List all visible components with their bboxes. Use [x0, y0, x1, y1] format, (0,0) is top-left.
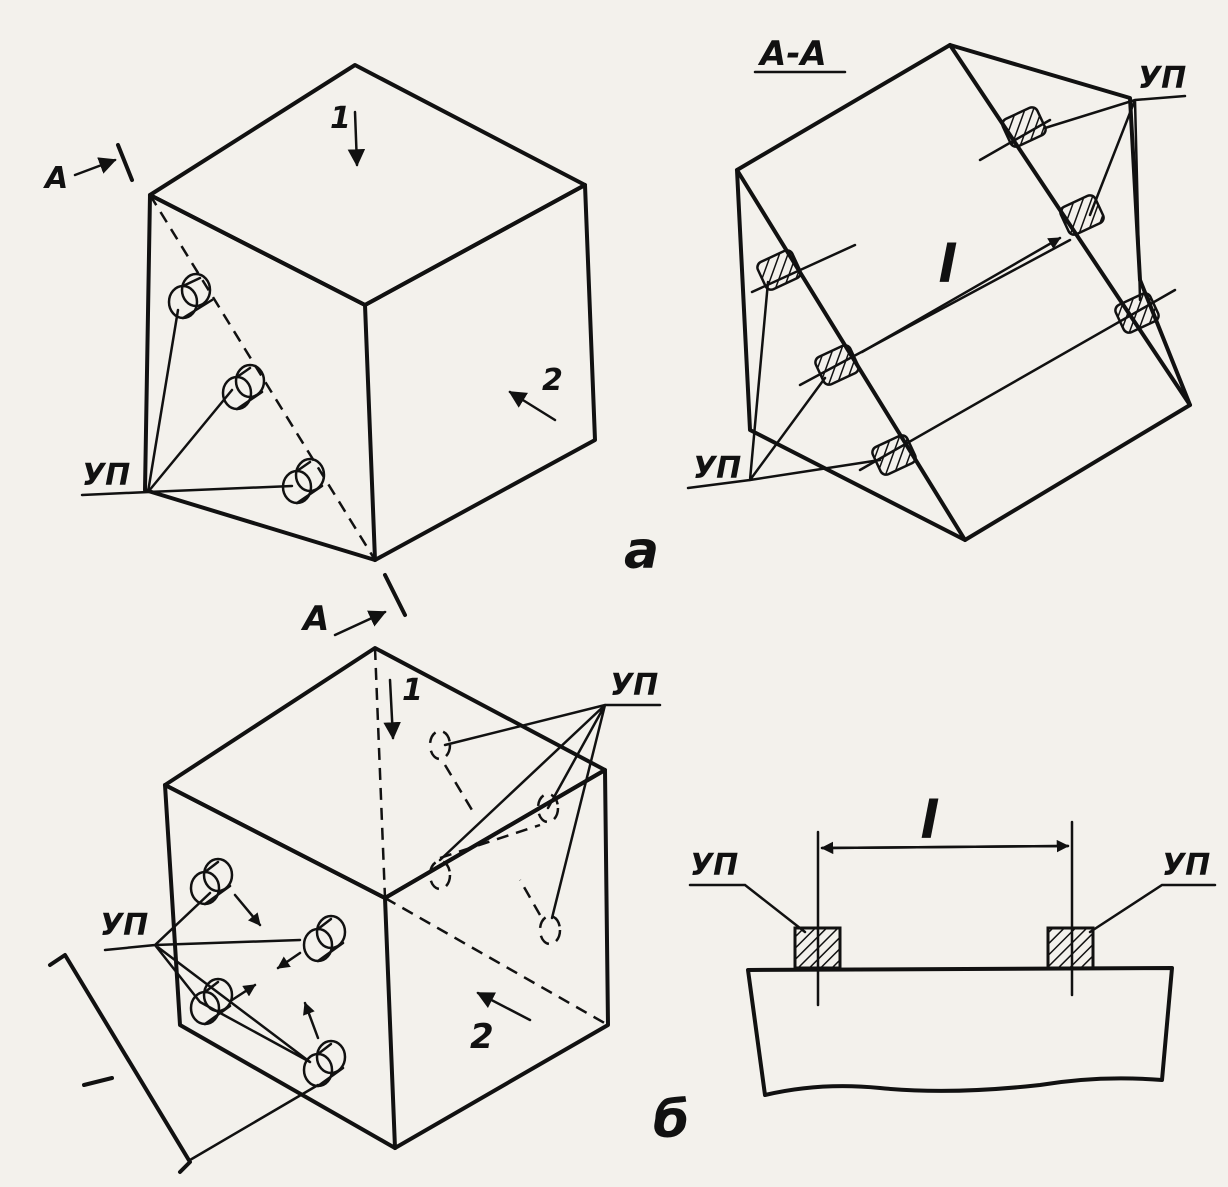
hole-2 — [1059, 194, 1105, 236]
length-label-section: l — [938, 235, 957, 295]
sensor-profile-right — [1046, 926, 1095, 970]
section-body — [735, 43, 1192, 542]
length-label-profile: l — [920, 791, 939, 851]
sensor-label-front: УП — [100, 908, 148, 943]
direction-2-arrow — [508, 390, 557, 422]
sensor-b-hidden-2 — [428, 859, 452, 891]
profile-b: l УП УП — [688, 791, 1217, 1097]
sensor-b-3 — [189, 977, 234, 1026]
sensor-b-hidden-3 — [536, 792, 560, 824]
direction-1-arrow — [347, 110, 366, 167]
sensor-label-section-top: УП — [1138, 61, 1186, 96]
profile-body — [746, 966, 1174, 1097]
length-mark-cube — [82, 1076, 114, 1087]
sensor-label-profile-right: УП — [1162, 848, 1210, 883]
hole-4 — [756, 249, 802, 291]
section-a-a: A-A УП УП l — [686, 34, 1192, 542]
hole-1 — [1001, 106, 1047, 148]
part-label-a: a — [624, 521, 659, 581]
sensor-b-4 — [302, 1039, 347, 1088]
sensor-b-1 — [189, 857, 234, 906]
direction-1-arrow-b — [383, 678, 401, 740]
direction-2-arrow-b — [476, 991, 532, 1022]
sensor-label-profile-left: УП — [690, 848, 738, 883]
direction-1-label-b: 1 — [402, 673, 423, 708]
section-label-top: A — [43, 161, 68, 196]
sensor-b-hidden-4 — [538, 914, 562, 946]
direction-2-label: 2 — [542, 363, 563, 398]
cube-b: 1 2 УП — [48, 646, 662, 1174]
section-label-bottom: A — [300, 599, 329, 639]
sensor-label-section-bottom: УП — [693, 451, 741, 486]
sensor-a-2 — [221, 363, 266, 411]
sensor-label-a: УП — [82, 458, 130, 493]
cube-a: УП A A 1 2 — [43, 63, 597, 639]
part-label-b: б — [653, 1090, 689, 1150]
sensor-label-right: УП — [610, 668, 658, 703]
sensor-b-2 — [302, 914, 347, 963]
sensor-a-1 — [167, 272, 214, 320]
section-mark-top — [116, 143, 134, 182]
section-title: A-A — [757, 34, 827, 74]
direction-2-label-b: 2 — [470, 1017, 494, 1057]
section-mark-bottom — [383, 573, 407, 617]
direction-1-label: 1 — [330, 101, 351, 136]
sensor-a-3 — [281, 457, 326, 505]
